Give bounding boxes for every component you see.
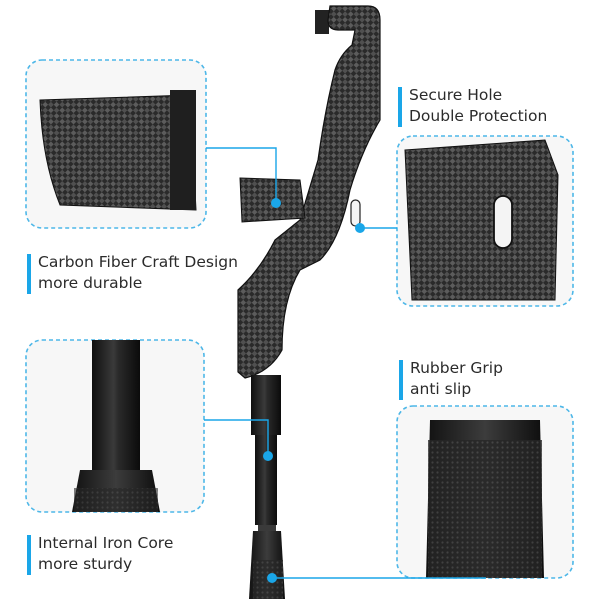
feature-secure-hole: Secure Hole Double Protection [398, 85, 548, 127]
top-notch [315, 10, 329, 34]
secure-hole [350, 199, 361, 227]
feature-rubber-grip: Rubber Grip anti slip [399, 358, 503, 400]
hole-closeup [396, 135, 574, 307]
clamp-closeup [25, 59, 207, 229]
accent-bar [27, 535, 31, 575]
accent-bar [27, 254, 31, 294]
feature-subtitle: more durable [38, 274, 143, 292]
feature-subtitle: anti slip [410, 380, 472, 398]
connector-lines [204, 147, 486, 579]
feature-title: Internal Iron Core [38, 534, 174, 552]
carbon-head [237, 5, 381, 379]
accent-bar [398, 87, 402, 127]
feature-subtitle: Double Protection [409, 107, 548, 125]
core-closeup [25, 339, 205, 513]
feature-subtitle: more sturdy [38, 555, 133, 573]
feature-title: Secure Hole [409, 86, 503, 104]
feature-title: Carbon Fiber Craft Design [38, 253, 238, 271]
feature-iron-core: Internal Iron Core more sturdy [27, 533, 174, 575]
connector-dots [263, 198, 365, 583]
feature-title: Rubber Grip [410, 359, 503, 377]
feature-carbon-fiber: Carbon Fiber Craft Design more durable [27, 252, 238, 294]
pole-collar [251, 375, 281, 435]
pole-upper [255, 435, 277, 525]
accent-bar [399, 360, 403, 400]
grip-closeup [396, 405, 574, 579]
